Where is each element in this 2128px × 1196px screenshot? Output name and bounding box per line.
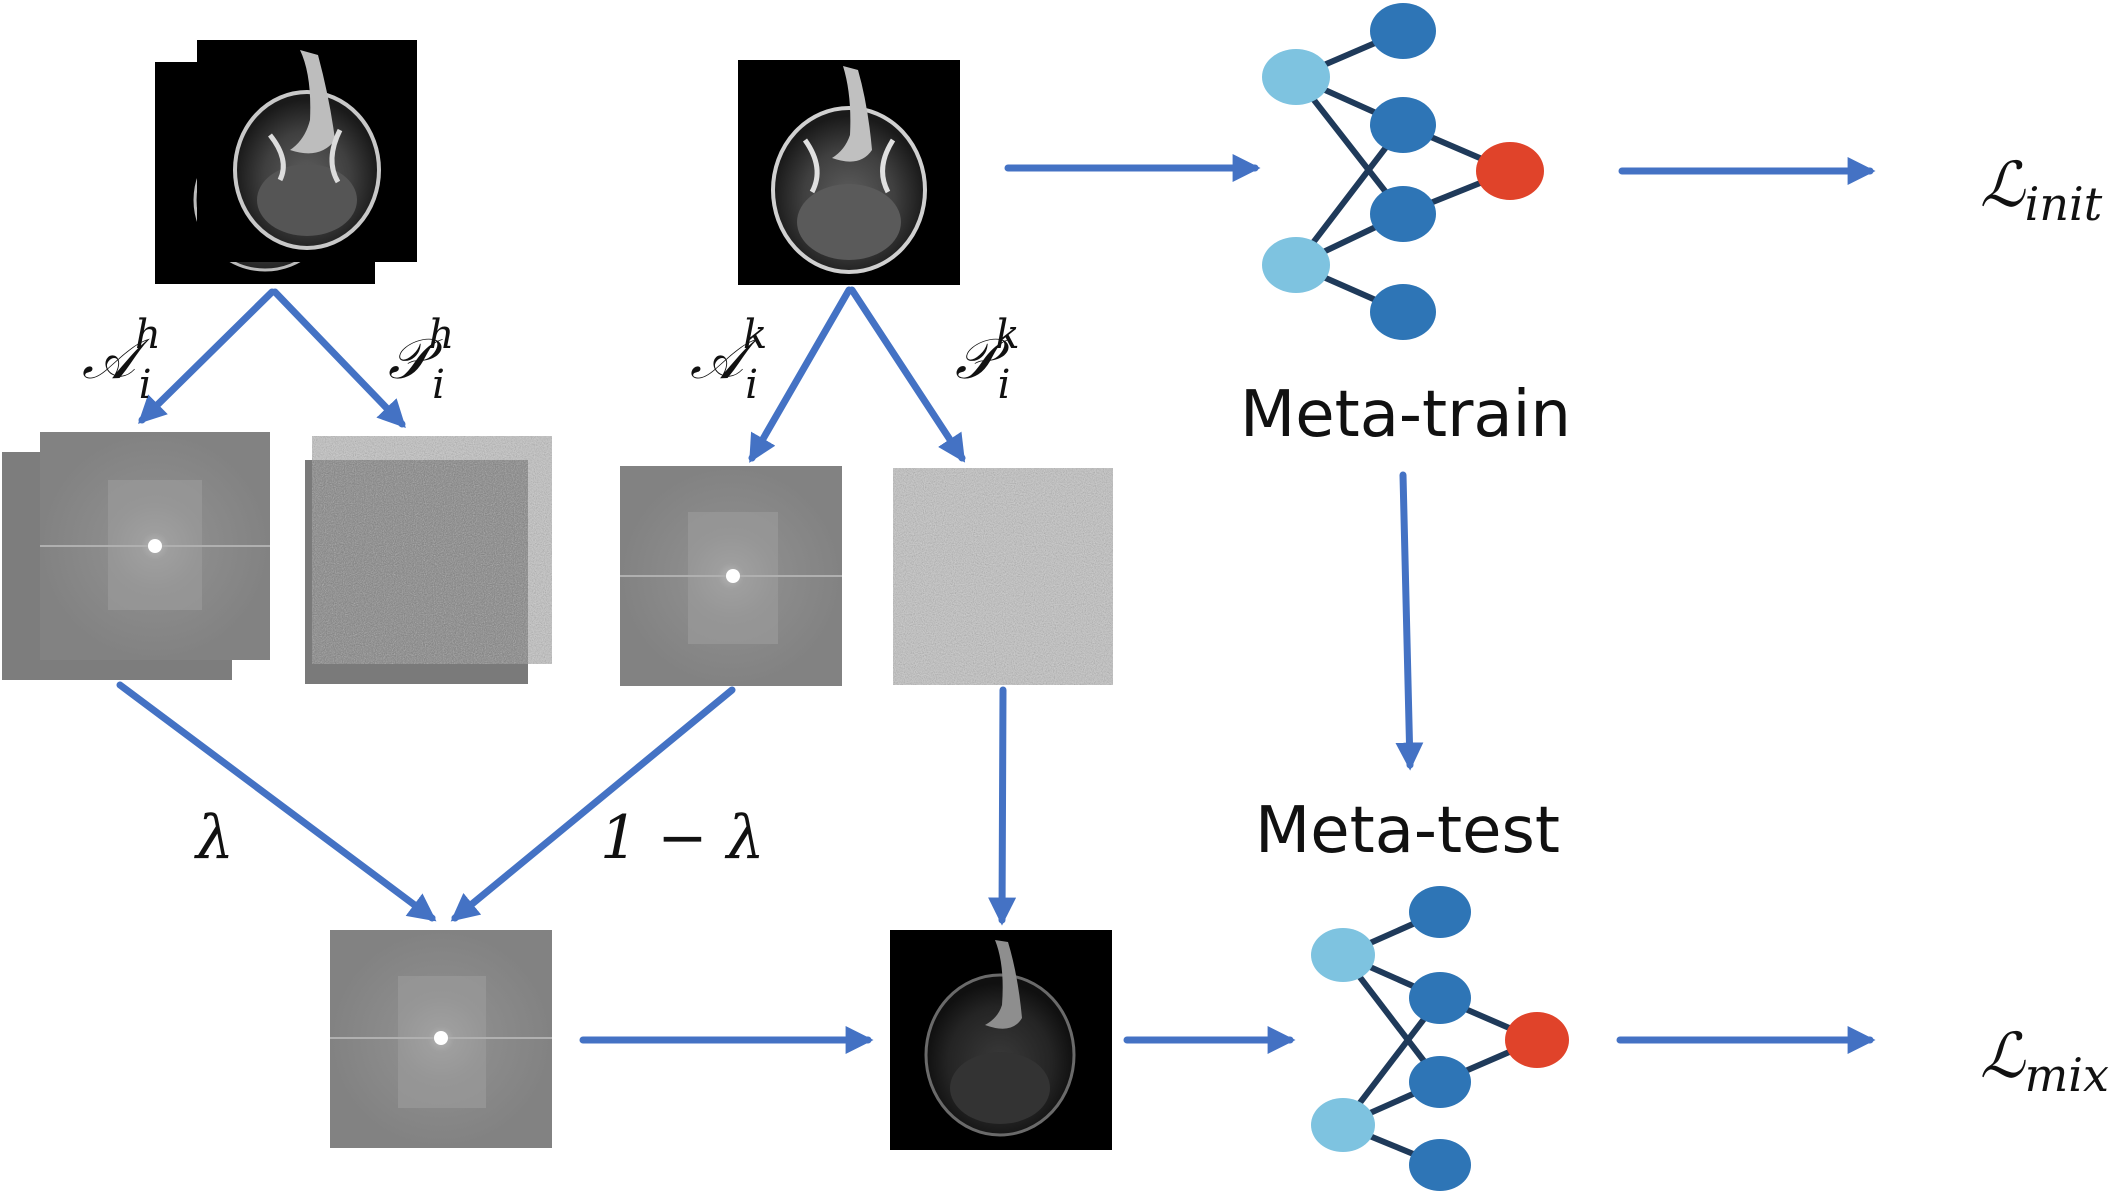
- arrow-mri-h-to-amplitude: [138, 288, 276, 424]
- phase-noise-k: [893, 468, 1113, 685]
- node-input: [1262, 49, 1330, 105]
- arrow-mri-k-to-phase: [848, 286, 966, 463]
- node-hidden: [1370, 284, 1436, 340]
- node-hidden: [1409, 972, 1471, 1024]
- node-hidden: [1370, 3, 1436, 59]
- label-meta-train: Meta-train: [1240, 378, 1571, 452]
- arrow-meta-train-to-meta-test: [1395, 471, 1424, 771]
- node-input: [1311, 1098, 1375, 1152]
- label-loss-init: ℒinit: [1980, 148, 2103, 231]
- mixed-mri-image: [890, 930, 1112, 1150]
- mixed-amplitude-spectrum: [330, 930, 552, 1148]
- arrow-mri-h-to-phase: [271, 288, 406, 429]
- label-loss-mix: ℒmix: [1980, 1019, 2109, 1102]
- label-one-minus-lambda: 1 − λ: [600, 803, 765, 873]
- arrow-amplitude-h-to-mix: [116, 681, 437, 922]
- mri-image-h-stack: [155, 40, 417, 284]
- amplitude-spectrum-h-stack: [2, 432, 270, 680]
- node-input: [1311, 928, 1375, 982]
- arrows: [116, 154, 1876, 1054]
- arrow-mri-k-to-amplitude: [748, 286, 853, 463]
- label-lambda: λ: [194, 803, 234, 873]
- node-output: [1505, 1012, 1569, 1068]
- phase-noise-h-stack: [305, 436, 552, 684]
- node-hidden: [1409, 1139, 1471, 1191]
- node-input: [1262, 237, 1330, 293]
- node-hidden: [1409, 886, 1471, 938]
- node-hidden: [1370, 186, 1436, 242]
- amplitude-spectrum-k: [620, 466, 842, 686]
- arrow-amplitude-k-to-mix: [450, 686, 736, 922]
- node-hidden: [1409, 1056, 1471, 1108]
- node-hidden: [1370, 97, 1436, 153]
- network-meta-test: [1311, 886, 1569, 1191]
- network-meta-train: [1262, 3, 1544, 340]
- mri-image-k: [738, 60, 960, 285]
- arrow-phase-k-to-mixed-mri: [988, 686, 1017, 926]
- node-output: [1476, 142, 1544, 200]
- label-meta-test: Meta-test: [1255, 794, 1560, 868]
